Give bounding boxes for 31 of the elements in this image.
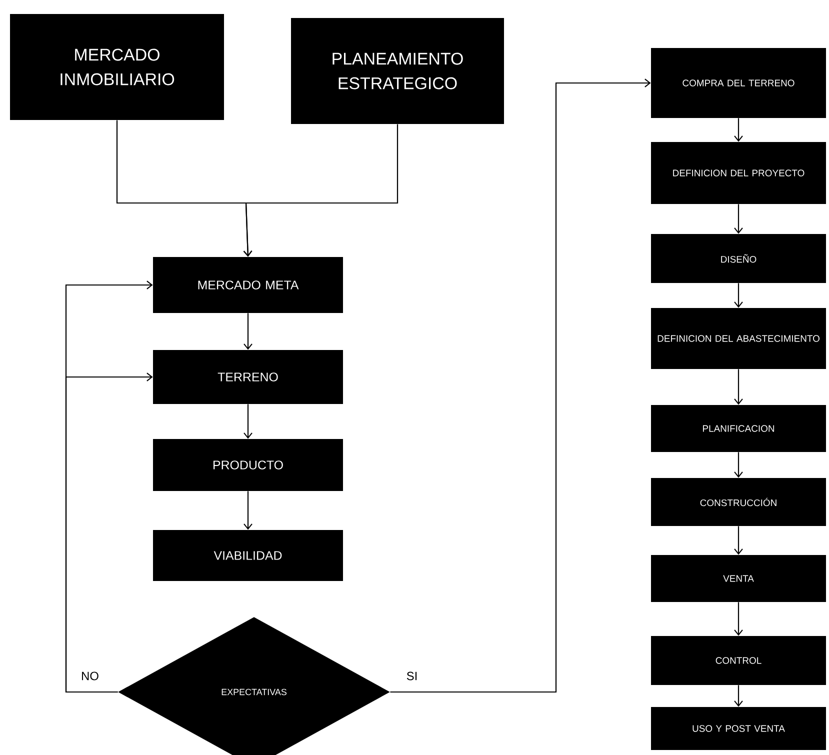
arrow [243,124,398,257]
arrow [734,526,743,555]
process-box: MERCADO META [153,257,343,313]
arrow [244,404,252,439]
process-box: MERCADO INMOBILIARIO [10,14,224,120]
process-box: DISEÑO [651,234,826,283]
process-box: CONSTRUCCIÓN [651,478,826,526]
arrow [734,283,743,308]
arrow [734,452,743,478]
process-box: DEFINICION DEL ABASTECIMIENTO [651,308,826,369]
edge-label: SI [405,670,419,682]
arrow [65,372,153,693]
process-box: CONTROL [651,636,826,685]
arrow [734,118,743,142]
process-box: VIABILIDAD [153,530,343,581]
process-box: PLANIFICACION [651,405,826,452]
arrow [734,369,743,405]
edge-label: NO [80,670,100,682]
arrow [390,78,651,693]
process-box: COMPRA DEL TERRENO [651,48,826,118]
arrow [244,491,252,530]
process-box: USO Y POST VENTA [651,707,826,750]
process-box: PRODUCTO [153,439,343,491]
arrow [734,204,743,234]
arrow [734,602,743,636]
process-box: PLANEAMIENTO ESTRATEGICO [291,18,504,124]
arrow [244,313,252,350]
process-box: TERRENO [153,350,343,404]
process-box: DEFINICION DEL PROYECTO [651,142,826,204]
arrow [734,685,743,707]
process-box: VENTA [651,555,826,602]
